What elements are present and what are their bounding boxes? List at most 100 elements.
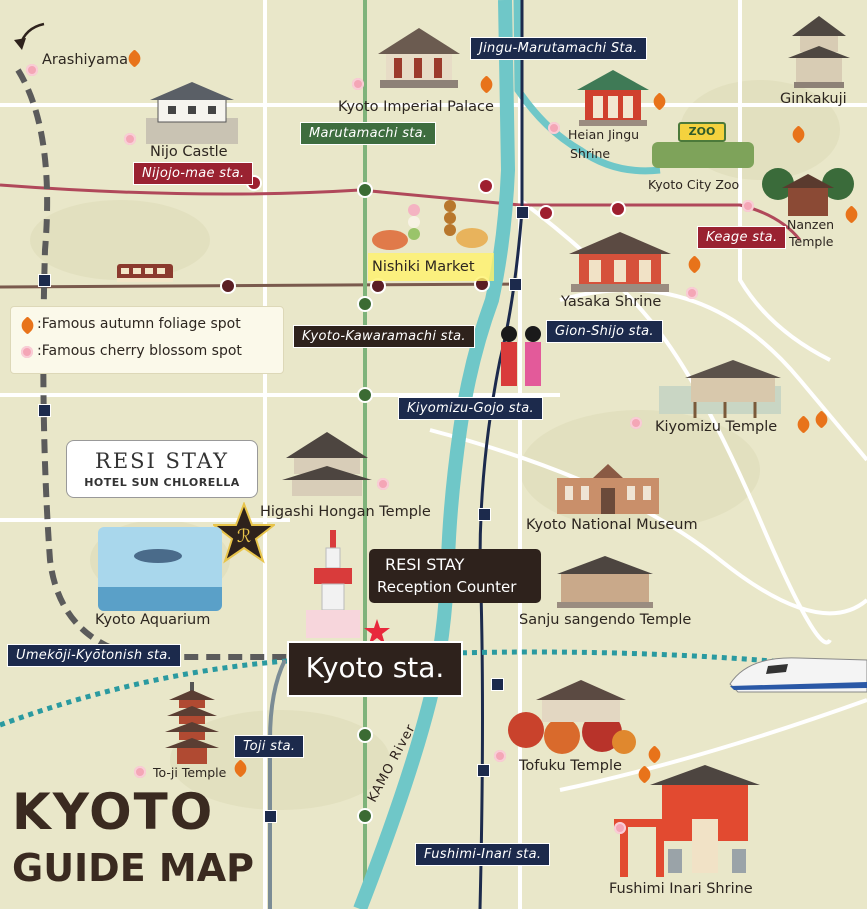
nijojo-mae-station-label[interactable]: Nijojo-mae sta. — [133, 162, 254, 185]
gojo-station-dot[interactable] — [357, 387, 373, 403]
cherry-blossom-icon — [352, 78, 364, 90]
market-food-icon[interactable] — [370, 196, 490, 256]
gion-shijo-square[interactable] — [509, 278, 522, 291]
kiyomizu-temple-label[interactable]: Kiyomizu Temple — [655, 419, 778, 435]
heian-jingu-label-1[interactable]: Heian Jingu — [568, 127, 640, 142]
cherry-blossom-icon — [742, 200, 754, 212]
omiya-station-dot[interactable] — [220, 278, 236, 294]
heian-jingu-label-2[interactable]: Shrine — [570, 146, 611, 161]
nishiki-market-label[interactable]: Nishiki Market — [372, 259, 475, 275]
shinkansen-icon — [729, 657, 867, 693]
arrow-up-left-icon — [14, 22, 45, 50]
kamo-river — [353, 0, 516, 909]
kyoto-city-zoo-label[interactable]: Kyoto City Zoo — [648, 177, 740, 192]
tofukuji-keihan-square[interactable] — [491, 678, 504, 691]
shiyakusho-mae-station-dot[interactable] — [478, 178, 494, 194]
temple-icon[interactable] — [282, 428, 372, 500]
museum-icon[interactable] — [553, 462, 663, 518]
toji-temple-label[interactable]: To-ji Temple — [153, 765, 227, 780]
star-marker-icon[interactable] — [363, 618, 391, 646]
higashi-hongan-temple-label[interactable]: Higashi Hongan Temple — [260, 504, 431, 520]
toji-station-label[interactable]: Toji sta. — [234, 735, 305, 758]
cherry-blossom-icon — [21, 346, 33, 358]
shrine-icon[interactable] — [565, 228, 675, 294]
torii-icon[interactable] — [610, 763, 760, 879]
tofuku-temple-label[interactable]: Tofuku Temple — [519, 758, 622, 774]
kyoto-kawaramachi-station-label[interactable]: Kyoto-Kawaramachi sta. — [293, 325, 475, 348]
jr-sagano-line — [15, 68, 300, 660]
hankyu-line — [0, 282, 521, 289]
nijo-castle-label[interactable]: Nijo Castle — [150, 144, 228, 160]
jr-hanazono-square[interactable] — [38, 404, 51, 417]
svg-text:ℛ: ℛ — [237, 526, 251, 547]
yasaka-shrine-label[interactable]: Yasaka Shrine — [561, 294, 662, 310]
legend-cherry: :Famous cherry blossom spot — [37, 343, 242, 359]
hotel-name: RESI STAY — [95, 449, 229, 473]
train-icon — [117, 264, 173, 282]
marutamachi-station-label[interactable]: Marutamachi sta. — [300, 122, 437, 145]
jingu-marutamachi-station-label[interactable]: Jingu-Marutamachi Sta. — [470, 37, 647, 60]
nanzen-label-1[interactable]: Nanzen — [787, 217, 835, 232]
temple-icon[interactable] — [655, 356, 785, 420]
temple-icon[interactable] — [760, 162, 854, 218]
reception-callout[interactable]: RESI STAY Reception Counter — [369, 549, 541, 603]
shichijo-square[interactable] — [478, 508, 491, 521]
kyoto-aquarium-label[interactable]: Kyoto Aquarium — [95, 612, 211, 628]
fushimi-inari-station-label[interactable]: Fushimi-Inari sta. — [415, 843, 551, 866]
shijo-station-dot[interactable] — [357, 296, 373, 312]
imperial-palace-label[interactable]: Kyoto Imperial Palace — [338, 99, 494, 115]
nishiki-highlight — [368, 253, 494, 281]
umekoji-station-label[interactable]: Umekōji-Kyōtonish sta. — [7, 644, 182, 667]
castle-icon[interactable] — [142, 80, 242, 146]
marutamachi-station-dot[interactable] — [357, 182, 373, 198]
legend-autumn: :Famous autumn foliage spot — [37, 316, 241, 332]
toba-kaido-square[interactable] — [477, 764, 490, 777]
kyoto-station-label: Kyoto sta. — [305, 651, 445, 684]
temple-icon[interactable] — [555, 550, 655, 610]
pagoda-icon[interactable] — [165, 682, 219, 766]
shrine-icon[interactable] — [575, 66, 651, 128]
aquarium-fish — [134, 549, 182, 563]
jr-emmachi-square[interactable] — [38, 274, 51, 287]
zoo-sign: ZOO — [678, 122, 726, 142]
hotel-callout[interactable]: RESI STAY HOTEL SUN CHLORELLA — [66, 440, 258, 498]
reception-line2: Reception Counter — [377, 578, 517, 596]
sanjusangendo-temple-label[interactable]: Sanju sangendo Temple — [519, 612, 692, 628]
kuinabashi-station-dot[interactable] — [357, 808, 373, 824]
aquarium-base — [98, 587, 222, 611]
maiko-icon — [501, 326, 541, 386]
kyoto-national-museum-label[interactable]: Kyoto National Museum — [526, 517, 698, 533]
reception-line1: RESI STAY — [385, 555, 465, 574]
fushimi-inari-shrine-label[interactable]: Fushimi Inari Shrine — [609, 881, 753, 897]
star-marker-icon[interactable]: ℛ — [213, 502, 275, 564]
arashiyama-label[interactable]: Arashiyama — [42, 52, 129, 68]
cherry-blossom-icon — [614, 822, 626, 834]
nanzen-label-2[interactable]: Temple — [789, 234, 834, 249]
jr-kyoto-line — [0, 649, 867, 728]
temple-icon[interactable] — [506, 676, 636, 756]
cherry-blossom-icon — [26, 64, 38, 76]
cherry-blossom-icon — [134, 766, 146, 778]
zoo-icon[interactable]: ZOO — [652, 120, 754, 170]
toji-kintetsu-square[interactable] — [264, 810, 277, 823]
pagoda-icon[interactable] — [788, 10, 850, 90]
cherry-blossom-icon — [686, 287, 698, 299]
gion-shijo-station-label[interactable]: Gion-Shijo sta. — [546, 320, 663, 343]
tozai-line — [0, 183, 802, 241]
aquarium-icon[interactable] — [98, 527, 222, 611]
keage-station-dot[interactable] — [610, 201, 626, 217]
sanjo-keihan-square[interactable] — [516, 206, 529, 219]
jujo-station-dot[interactable] — [357, 727, 373, 743]
ginkakuji-label[interactable]: Ginkakuji — [780, 91, 847, 107]
imperial-palace-icon[interactable] — [374, 24, 464, 94]
kiyomizu-gojo-station-label[interactable]: Kiyomizu-Gojo sta. — [398, 397, 543, 420]
hotel-subtitle: HOTEL SUN CHLORELLA — [84, 476, 240, 489]
keage-station-label[interactable]: Keage sta. — [697, 226, 787, 249]
keihan-line — [478, 0, 524, 909]
cherry-blossom-icon — [630, 417, 642, 429]
kyoto-station-label-box[interactable]: Kyoto sta. — [287, 641, 463, 697]
tower-icon[interactable] — [304, 528, 362, 640]
higashiyama-station-dot[interactable] — [538, 205, 554, 221]
cherry-blossom-icon — [377, 478, 389, 490]
legend-box: :Famous autumn foliage spot :Famous cher… — [10, 306, 284, 374]
